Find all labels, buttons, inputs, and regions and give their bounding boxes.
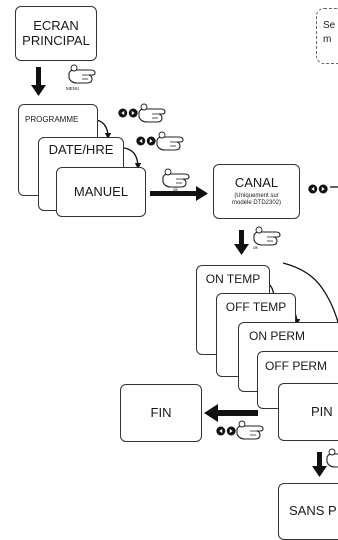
hint-line: Se: [323, 20, 336, 31]
canal-box: CANAL (Uniquement sur modèle DTD2302): [213, 164, 300, 219]
sans-p-box: SANS P: [278, 483, 338, 540]
box-label: OFF TEMP: [225, 300, 287, 314]
pointing-hand-icon: [68, 64, 96, 84]
canal-note: modèle DTD2302): [231, 199, 282, 206]
manuel-box: MANUEL: [56, 167, 146, 217]
left-right-arrow-buttons-icon: [216, 426, 236, 436]
left-right-arrow-buttons-icon: [308, 184, 328, 194]
left-right-arrow-buttons-icon: [118, 108, 138, 118]
down-arrow-menu: [31, 67, 46, 96]
right-arrow-ok: [150, 186, 208, 201]
box-label: CANAL: [234, 174, 279, 190]
pin-box: PIN: [278, 383, 338, 441]
box-label: FIN: [150, 404, 172, 420]
box-label: PROGRAMME: [25, 115, 79, 124]
box-label: ECRAN: [33, 17, 79, 33]
curve-arrow: [123, 147, 142, 170]
canal-note: (Uniquement sur: [234, 192, 279, 199]
box-label: ON TEMP: [205, 272, 261, 286]
pointing-hand-icon: [236, 420, 264, 440]
down-arrow-ok: [234, 230, 249, 255]
pointing-hand-icon: [156, 131, 184, 151]
box-label: MANUEL: [73, 183, 129, 199]
pointing-hand-icon: [138, 103, 166, 123]
loop-arrow: [282, 262, 338, 323]
pointing-hand-icon: [326, 448, 338, 468]
ok-button-label: ok: [173, 187, 178, 192]
box-label: OFF PERM: [265, 359, 327, 373]
box-label: PIN: [311, 403, 333, 419]
box-label: DATE/HRE: [48, 142, 114, 157]
left-right-arrow-buttons-icon: [136, 136, 156, 146]
box-label: ON PERM: [249, 329, 306, 343]
pointing-hand-icon: [162, 168, 190, 188]
hint-note-box: Se m: [316, 8, 338, 64]
left-arrow: [204, 404, 258, 422]
pointing-hand-icon: [253, 226, 281, 246]
ok-button-label: ok: [253, 245, 258, 250]
down-arrow-ok: [312, 452, 327, 477]
box-label: PRINCIPAL: [22, 32, 90, 48]
ecran-principal-box: ECRAN PRINCIPAL: [15, 6, 97, 61]
menu-button-label: MENU: [66, 86, 80, 91]
box-label: SANS P: [289, 503, 337, 519]
hint-line: m: [323, 33, 332, 45]
fin-box: FIN: [120, 384, 202, 442]
